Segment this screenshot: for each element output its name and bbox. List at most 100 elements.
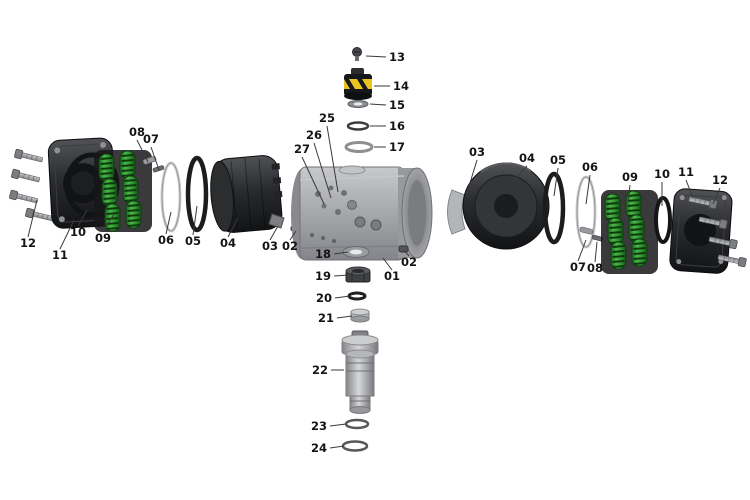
callout-02: 02	[282, 230, 298, 253]
part-number-label: 18	[315, 247, 331, 261]
leader-line	[334, 295, 351, 299]
leader-line	[336, 315, 353, 319]
leader-line	[585, 174, 591, 205]
part-spring-cartridge-left	[94, 150, 152, 232]
part-nut-19	[345, 266, 371, 283]
part-plug-bottom-right	[398, 245, 409, 253]
part-number-label: 14	[393, 79, 409, 93]
part-actuator-body	[291, 165, 433, 261]
part-indicator-washer	[347, 100, 369, 108]
part-number-label: 04	[220, 236, 236, 250]
callout-10: 10	[654, 167, 670, 206]
leader-line	[382, 257, 393, 271]
part-number-label: 07	[143, 132, 159, 146]
part-piston-left	[210, 155, 283, 233]
callout-08: 08	[587, 241, 603, 275]
callout-22: 22	[312, 363, 344, 377]
leader-line	[329, 423, 347, 427]
callout-11: 11	[678, 165, 694, 199]
part-o-ring-left	[185, 155, 209, 233]
part-washer-18	[342, 246, 370, 258]
part-pinion-shaft	[341, 330, 379, 414]
callout-10: 10	[70, 209, 88, 239]
leader-line	[227, 217, 239, 238]
part-o-ring-right	[542, 171, 566, 245]
part-number-label: 09	[622, 170, 638, 184]
part-number-label: 03	[262, 239, 278, 253]
callout-13: 13	[365, 50, 405, 64]
leader-line	[553, 167, 559, 197]
part-number-label: 25	[319, 111, 335, 125]
part-number-label: 09	[95, 231, 111, 245]
callout-01: 01	[382, 257, 400, 283]
callout-12: 12	[20, 199, 38, 250]
part-number-label: 08	[129, 125, 145, 139]
leader-line	[136, 139, 149, 163]
part-o-ring-thin-right	[575, 175, 597, 249]
callout-19: 19	[315, 269, 350, 283]
leader-line	[326, 125, 339, 193]
leader-line	[150, 146, 160, 171]
callout-16: 16	[370, 119, 405, 133]
leader-line	[313, 142, 332, 199]
leader-line	[712, 187, 721, 205]
callout-07: 07	[570, 239, 587, 274]
callout-18: 18	[315, 247, 349, 261]
part-o-ring-24	[341, 440, 369, 452]
part-cam-left	[268, 213, 285, 229]
leader-line	[77, 209, 88, 227]
callout-05: 05	[550, 153, 566, 197]
callout-12: 12	[712, 173, 728, 205]
part-number-label: 03	[469, 145, 485, 159]
part-number-label: 08	[587, 261, 603, 275]
part-number-label: 21	[318, 311, 334, 325]
callout-26: 26	[306, 128, 332, 199]
callout-25: 25	[319, 111, 339, 193]
part-number-label: 06	[158, 233, 174, 247]
callout-17: 17	[374, 140, 405, 154]
callout-07: 07	[143, 132, 160, 171]
leader-line	[27, 199, 38, 238]
part-indicator-screw	[352, 47, 362, 61]
part-number-label: 05	[550, 153, 566, 167]
part-number-label: 12	[712, 173, 728, 187]
callout-02: 02	[401, 249, 417, 269]
callout-05: 05	[185, 205, 201, 248]
part-number-label: 11	[52, 248, 68, 262]
callout-24: 24	[311, 441, 345, 455]
part-piston-right	[462, 162, 550, 250]
callout-23: 23	[311, 419, 347, 433]
part-number-label: 01	[384, 269, 400, 283]
leader-line	[627, 184, 631, 203]
leader-line	[509, 165, 528, 185]
part-bearing-21	[350, 308, 370, 323]
leader-line	[289, 230, 297, 241]
part-o-ring-thin-left	[160, 161, 182, 233]
callout-21: 21	[318, 311, 353, 325]
leader-line	[192, 205, 198, 236]
callout-14: 14	[374, 79, 409, 93]
part-o-ring-cap-right	[654, 196, 672, 244]
leader-line	[301, 156, 325, 205]
callout-06: 06	[582, 160, 598, 205]
callout-27: 27	[294, 142, 325, 205]
callout-03: 03	[262, 225, 279, 253]
part-number-label: 22	[312, 363, 328, 377]
part-number-label: 02	[401, 255, 417, 269]
part-number-label: 06	[582, 160, 598, 174]
part-o-ring-23	[344, 418, 370, 430]
part-number-label: 23	[311, 419, 327, 433]
part-stop-pin-right	[579, 226, 604, 242]
leader-line	[269, 225, 279, 241]
callout-20: 20	[316, 291, 351, 305]
leader-line	[403, 249, 410, 257]
callout-04: 04	[509, 151, 535, 185]
part-number-label: 05	[185, 234, 201, 248]
leader-line	[577, 239, 587, 262]
callout-06: 06	[158, 211, 174, 247]
part-o-ring-16	[346, 121, 370, 131]
callout-09: 09	[95, 213, 115, 245]
part-number-label: 04	[519, 151, 535, 165]
